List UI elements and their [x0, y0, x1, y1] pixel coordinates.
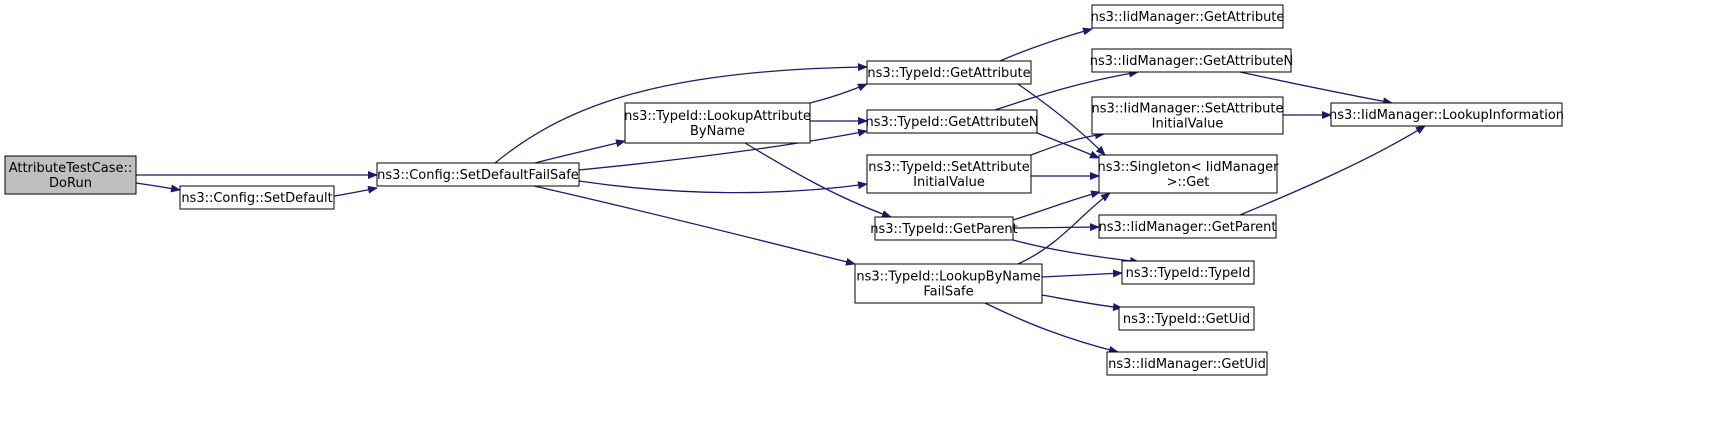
- node-label-line: ns3::TypeId::GetAttributeN: [865, 115, 1038, 130]
- node-iidmanager_getuid[interactable]: ns3::IidManager::GetUid: [1106, 351, 1268, 376]
- node-label-line: ns3::Config::SetDefaultFailSafe: [377, 168, 579, 183]
- node-box: [1106, 351, 1268, 376]
- edge-config_setdefault-to-config_setdefaultfailsafe: [333, 185, 378, 197]
- edges-layer: [135, 27, 1426, 354]
- node-box: [1118, 306, 1255, 331]
- node-typeid_getattributen[interactable]: ns3::TypeId::GetAttributeN: [865, 109, 1039, 134]
- edge-typeid_getattribute-to-singleton_iidmanager_get: [1017, 83, 1106, 156]
- node-config_setdefaultfailsafe[interactable]: ns3::Config::SetDefaultFailSafe: [376, 162, 580, 187]
- edge-typeid_getattributen-to-iidmanager_getattributen: [994, 69, 1139, 111]
- node-iidmanager_setattributeinitialvalue[interactable]: ns3::IidManager::SetAttributeInitialValu…: [1091, 96, 1284, 135]
- node-label-line: ByName: [690, 124, 745, 139]
- node-iidmanager_lookupinformation[interactable]: ns3::IidManager::LookupInformation: [1329, 102, 1564, 127]
- node-label-line: ns3::TypeId::TypeId: [1126, 266, 1251, 281]
- node-label-line: ns3::TypeId::GetParent: [870, 222, 1018, 237]
- node-label-line: ns3::IidManager::SetAttribute: [1091, 102, 1283, 117]
- edge-typeid_getattributen-to-singleton_iidmanager_get: [1036, 132, 1100, 159]
- node-attr_testcase_dorun: AttributeTestCase::DoRun: [4, 155, 137, 195]
- node-typeid_getparent[interactable]: ns3::TypeId::GetParent: [870, 216, 1018, 241]
- edge-typeid_lookupattributebyname-to-typeid_getparent: [744, 142, 892, 218]
- node-label-line: ns3::IidManager::GetAttributeN: [1090, 54, 1294, 69]
- node-box: [1098, 154, 1278, 194]
- edge-config_setdefaultfailsafe-to-typeid_setattributeinitialvalue: [578, 180, 868, 194]
- node-box: [1098, 214, 1277, 239]
- node-typeid_typeid[interactable]: ns3::TypeId::TypeId: [1121, 260, 1255, 285]
- node-typeid_getattribute[interactable]: ns3::TypeId::GetAttribute: [866, 60, 1032, 85]
- node-box: [1091, 48, 1292, 73]
- node-label-line: ns3::Singleton< IidManager: [1097, 160, 1279, 175]
- node-label-line: ns3::TypeId::LookupByName: [856, 270, 1040, 285]
- node-box: [179, 185, 335, 210]
- node-config_setdefault[interactable]: ns3::Config::SetDefault: [179, 185, 335, 210]
- node-label-line: InitialValue: [913, 175, 985, 190]
- edge-typeid_lookupbynamefailsafe-to-singleton_iidmanager_get: [1017, 192, 1111, 265]
- edge-iidmanager_getparent-to-iidmanager_lookupinformation: [1239, 125, 1426, 216]
- edge-typeid_getparent-to-typeid_typeid: [1012, 239, 1140, 265]
- edge-typeid_getparent-to-iidmanager_getparent: [1012, 223, 1100, 232]
- node-iidmanager_getparent[interactable]: ns3::IidManager::GetParent: [1098, 214, 1277, 239]
- node-label-line: ns3::IidManager::GetAttribute: [1091, 10, 1285, 25]
- edge-typeid_getattribute-to-iidmanager_getattribute: [999, 27, 1093, 62]
- node-box: [1091, 4, 1284, 29]
- node-label-line: ns3::TypeId::GetUid: [1123, 312, 1250, 327]
- edge-typeid_lookupattributebyname-to-typeid_getattribute: [809, 83, 868, 104]
- node-label-line: ns3::TypeId::GetAttribute: [867, 66, 1030, 81]
- node-box: [854, 263, 1043, 304]
- edge-attr_testcase_dorun-to-config_setdefault: [135, 182, 181, 193]
- node-label-line: ns3::IidManager::GetParent: [1098, 220, 1276, 235]
- node-box: [874, 216, 1014, 241]
- node-label-line: InitialValue: [1152, 117, 1224, 132]
- nodes-layer: AttributeTestCase::DoRunns3::Config::Set…: [4, 4, 1564, 376]
- node-label-line: ns3::TypeId::SetAttribute: [868, 160, 1030, 175]
- node-box: [866, 109, 1038, 134]
- node-singleton_iidmanager_get[interactable]: ns3::Singleton< IidManager>::Get: [1097, 154, 1279, 194]
- edge-iidmanager_getattributen-to-iidmanager_lookupinformation: [1239, 71, 1393, 106]
- edge-config_setdefaultfailsafe-to-typeid_lookupbynamefailsafe: [533, 185, 856, 266]
- node-label-line: DoRun: [49, 176, 92, 191]
- node-box: [624, 102, 811, 144]
- node-box: [1121, 260, 1255, 285]
- node-box: [1091, 96, 1284, 135]
- edge-typeid_lookupbynamefailsafe-to-typeid_typeid: [1041, 269, 1123, 278]
- edge-typeid_lookupbynamefailsafe-to-typeid_getuid: [1041, 294, 1123, 311]
- node-box: [866, 60, 1032, 85]
- node-box: [866, 154, 1032, 194]
- node-box: [1330, 102, 1563, 127]
- edge-config_setdefaultfailsafe-to-typeid_getattribute: [494, 63, 868, 164]
- node-box: [4, 155, 137, 195]
- edge-typeid_getparent-to-singleton_iidmanager_get: [1012, 190, 1101, 221]
- edge-config_setdefaultfailsafe-to-typeid_lookupattributebyname: [534, 139, 626, 164]
- node-label-line: AttributeTestCase::: [9, 161, 133, 176]
- node-label-line: ns3::Config::SetDefault: [181, 191, 332, 206]
- node-label-line: ns3::IidManager::GetUid: [1108, 357, 1266, 372]
- node-label-line: ns3::TypeId::LookupAttribute: [624, 109, 811, 124]
- edge-typeid_setattributeinitialvalue-to-iidmanager_setattributeinitialvalue: [1030, 131, 1105, 156]
- node-label-line: >::Get: [1167, 175, 1210, 190]
- node-typeid_getuid[interactable]: ns3::TypeId::GetUid: [1118, 306, 1255, 331]
- node-iidmanager_getattributen[interactable]: ns3::IidManager::GetAttributeN: [1090, 48, 1294, 73]
- edge-config_setdefaultfailsafe-to-typeid_getattributen: [578, 128, 868, 171]
- node-label-line: ns3::IidManager::LookupInformation: [1329, 108, 1564, 123]
- node-iidmanager_getattribute[interactable]: ns3::IidManager::GetAttribute: [1091, 4, 1285, 29]
- edge-typeid_lookupbynamefailsafe-to-iidmanager_getuid: [984, 302, 1119, 354]
- node-label-line: FailSafe: [923, 285, 973, 300]
- node-box: [376, 162, 580, 187]
